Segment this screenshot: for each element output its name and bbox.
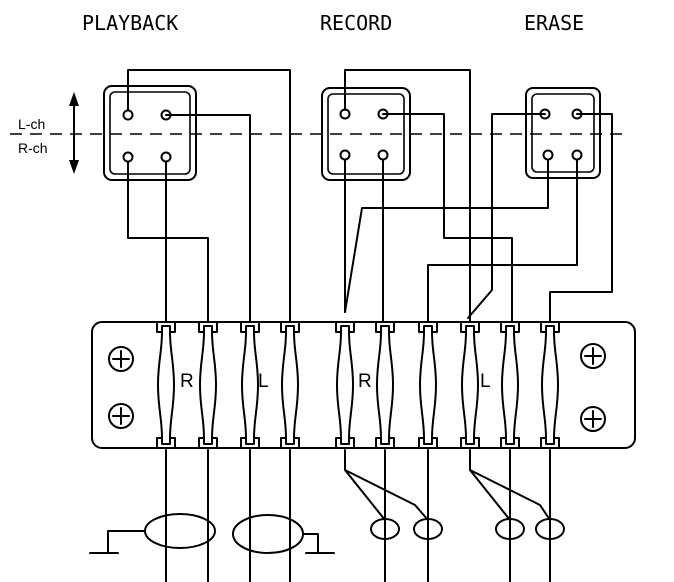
terminal-group-label: L <box>480 371 491 392</box>
erase-head-title: ERASE <box>524 11 584 35</box>
ground-symbol-icon <box>89 530 146 554</box>
channel-arrow <box>69 92 79 174</box>
terminal-lug <box>156 321 176 449</box>
playback-head-title: PLAYBACK <box>82 11 178 35</box>
left-channel-label: L-ch <box>18 116 45 132</box>
terminal-lugs <box>156 321 560 449</box>
mounting-screw-icon <box>108 346 134 372</box>
terminal-lug <box>335 321 355 449</box>
terminal-lug <box>460 321 480 449</box>
terminal-group-label: R <box>358 371 372 392</box>
terminal-lug <box>418 321 438 449</box>
terminal-lug <box>198 321 218 449</box>
terminal-group-label: L <box>258 371 269 392</box>
erase-head <box>525 87 601 179</box>
terminal-lug <box>540 321 560 449</box>
output-leads <box>165 449 551 582</box>
terminal-lug <box>240 321 260 449</box>
ground-symbol-icon <box>302 533 335 554</box>
right-channel-label: R-ch <box>18 140 48 156</box>
terminal-lug <box>375 321 395 449</box>
terminal-lug <box>280 321 300 449</box>
mounting-screw-icon <box>580 406 606 432</box>
record-head-title: RECORD <box>320 11 392 35</box>
head-wires <box>127 69 613 323</box>
terminal-lug <box>500 321 520 449</box>
record-head <box>321 87 411 181</box>
shield-loops <box>144 513 565 554</box>
mounting-screw-icon <box>108 403 134 429</box>
terminal-group-label: R <box>180 371 194 392</box>
mounting-screw-icon <box>580 343 606 369</box>
terminal-strip: R L R L <box>91 321 636 449</box>
playback-head <box>103 85 197 181</box>
